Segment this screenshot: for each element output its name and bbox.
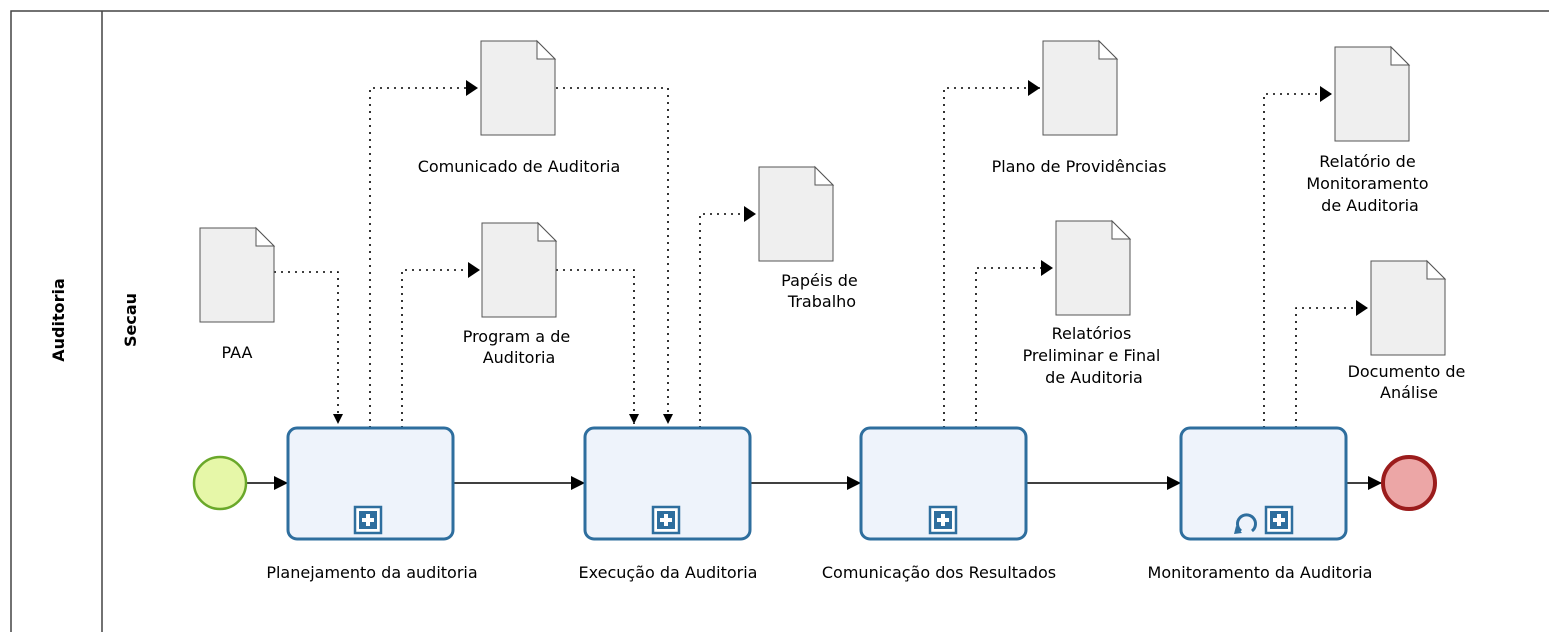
subprocess-plus-icon[interactable] <box>928 505 958 535</box>
svg-text:Papéis de Trabalho: Papéis de Trabalho <box>781 271 863 311</box>
document-label: Plano de Providências <box>992 157 1167 176</box>
document-analise[interactable]: Documento de Análise <box>1348 260 1471 402</box>
document-paa[interactable]: PAA <box>199 227 275 362</box>
document-label: de Auditoria <box>1045 368 1143 387</box>
document-label: Relatórios <box>1052 324 1132 343</box>
document-programa[interactable]: Program a de Auditoria <box>463 222 576 367</box>
document-icon <box>1055 220 1131 316</box>
svg-text:PAA: PAA <box>222 343 253 362</box>
association-monitoramento-to-relatorio-monit <box>1263 86 1332 428</box>
document-label: PAA <box>222 343 253 362</box>
task-label: Monitoramento da Auditoria <box>1148 563 1373 582</box>
lane-label: Secau <box>121 293 140 347</box>
svg-text:Relatórios Preliminar e: Relatórios Preliminar e Final de Auditor… <box>1023 324 1166 387</box>
association-programa-to-execucao <box>556 269 639 424</box>
loop-icon <box>1234 513 1257 534</box>
association-planejamento-to-programa <box>401 262 480 428</box>
document-label: Preliminar e Final <box>1023 346 1161 365</box>
subprocess-plus-icon[interactable] <box>353 505 383 535</box>
data-associations <box>274 80 1368 428</box>
document-relatorios[interactable]: Relatórios Preliminar e Final de Auditor… <box>1023 220 1166 387</box>
task-label: Execução da Auditoria <box>579 563 758 582</box>
association-planejamento-to-comunicado <box>369 80 478 428</box>
subprocess-plus-icon[interactable] <box>651 505 681 535</box>
association-monitoramento-to-documento-analise <box>1295 300 1368 428</box>
document-icon <box>1370 260 1446 356</box>
svg-text:Plano de Providências: Plano de Providências <box>992 157 1167 176</box>
task-label: Planejamento da auditoria <box>266 563 477 582</box>
document-label: Papéis de <box>781 271 858 290</box>
document-papeis[interactable]: Papéis de Trabalho <box>758 166 863 311</box>
document-icon <box>480 40 556 136</box>
document-icon <box>758 166 834 262</box>
document-label: Análise <box>1380 383 1438 402</box>
document-relatorio-monitoramento[interactable]: Relatório de Monitoramento de Auditoria <box>1306 46 1433 215</box>
task-execucao[interactable]: Execução da Auditoria <box>579 426 758 582</box>
start-event[interactable] <box>192 455 248 511</box>
document-label: Trabalho <box>787 292 856 311</box>
association-comunicacao-to-plano <box>943 80 1040 428</box>
task-label: Comunicação dos Resultados <box>822 563 1056 582</box>
document-label: de Auditoria <box>1321 196 1419 215</box>
document-label: Monitoramento <box>1306 174 1428 193</box>
document-label: Auditoria <box>483 348 556 367</box>
pool-label: Auditoria <box>49 278 68 362</box>
document-label: Relatório de <box>1319 152 1415 171</box>
end-event[interactable] <box>1381 455 1437 511</box>
association-execucao-to-papeis <box>699 206 756 428</box>
association-comunicado-to-execucao <box>556 87 673 424</box>
association-comunicacao-to-relatorios <box>975 260 1053 428</box>
document-label: Program a de <box>463 327 570 346</box>
document-icon <box>1334 46 1410 142</box>
document-icon <box>481 222 557 318</box>
subprocess-plus-icon[interactable] <box>1264 505 1294 535</box>
lane-secau: Secau <box>121 293 140 347</box>
svg-text:Documento de Análise: Documento de Análise <box>1348 362 1471 402</box>
document-comunicado[interactable]: Comunicado de Auditoria <box>418 40 621 176</box>
svg-text:Relatório de Monitoramen: Relatório de Monitoramento de Auditoria <box>1306 152 1433 215</box>
document-label: Documento de <box>1348 362 1466 381</box>
task-planejamento[interactable]: Planejamento da auditoria <box>266 426 478 582</box>
task-monitoramento[interactable]: Monitoramento da Auditoria <box>1148 426 1373 582</box>
svg-text:Comunicado de Auditoria: Comunicado de Auditoria <box>418 157 621 176</box>
svg-text:Program a de Auditoria: Program a de Auditoria <box>463 327 576 367</box>
document-icon <box>1042 40 1118 136</box>
document-plano[interactable]: Plano de Providências <box>992 40 1167 176</box>
task-comunicacao[interactable]: Comunicação dos Resultados <box>822 426 1056 582</box>
document-label: Comunicado de Auditoria <box>418 157 621 176</box>
association-paa-to-planejamento <box>274 271 343 424</box>
document-icon <box>199 227 275 323</box>
